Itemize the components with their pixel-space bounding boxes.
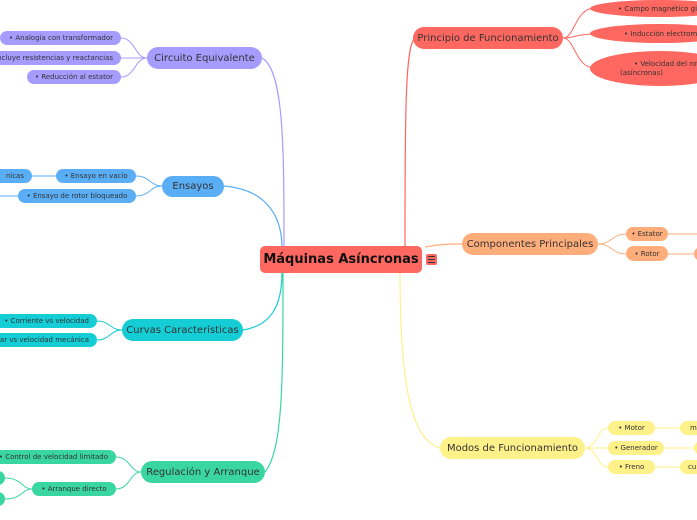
item-label: cu <box>688 463 697 471</box>
branch-componentes[interactable]: Componentes Principales <box>462 233 598 255</box>
componentes-item-rotor[interactable]: • Rotor <box>626 246 668 261</box>
regulacion-item-arranque[interactable]: • Arranque directo <box>32 482 116 496</box>
modos-generador-child[interactable] <box>694 441 697 455</box>
central-topic-label: Máquinas Asíncronas <box>263 252 419 267</box>
link-componentes <box>424 243 463 248</box>
item-label: nicas <box>5 172 24 180</box>
branch-modos[interactable]: Modos de Funcionamiento <box>440 437 585 459</box>
item-label: • Ensayo en vacío <box>64 172 128 180</box>
item-label: • Freno <box>618 463 645 471</box>
item-label: • Campo magnético giratorio <box>618 4 697 13</box>
componentes-item-estator[interactable]: • Estator <box>626 227 668 241</box>
modos-motor-child[interactable]: m <box>680 421 697 435</box>
circuito-item-analogia[interactable]: • Analogía con transformador <box>0 31 121 45</box>
item-label: • Analogía con transformador <box>8 34 113 42</box>
branch-circuito-label: Circuito Equivalente <box>154 52 255 64</box>
principio-item-campo[interactable]: • Campo magnético giratorio <box>590 0 697 17</box>
modos-item-motor[interactable]: • Motor <box>608 421 655 435</box>
item-label: • Inducción electromagnética <box>624 29 697 38</box>
curvas-item-par[interactable]: • Par vs velocidad mecánica <box>0 333 97 347</box>
modos-item-generador[interactable]: • Generador <box>608 441 664 455</box>
branch-regulacion-label: Regulación y Arranque <box>146 466 260 478</box>
modos-item-freno[interactable]: • Freno <box>608 460 655 474</box>
branch-curvas-label: Curvas Características <box>126 324 239 336</box>
item-label: • Incluye resistencias y reactancias <box>0 54 113 62</box>
item-label: • Motor <box>618 424 645 432</box>
item-label: • Velocidad del rotor <box>634 59 697 68</box>
menu-icon[interactable] <box>426 254 437 265</box>
branch-circuito[interactable]: Circuito Equivalente <box>147 47 262 69</box>
item-label: • Corriente vs velocidad <box>4 317 89 325</box>
circuito-item-reduccion[interactable]: • Reducción al estator <box>27 70 121 84</box>
branch-componentes-label: Componentes Principales <box>466 238 594 250</box>
link-curvas <box>242 271 283 331</box>
regulacion-item-control[interactable]: • Control de velocidad limitado <box>0 450 116 464</box>
modos-freno-child[interactable]: cu <box>680 460 697 474</box>
item-label: m <box>690 424 697 432</box>
branch-regulacion[interactable]: Regulación y Arranque <box>141 461 265 483</box>
item-label: • Generador <box>614 444 658 452</box>
arranque-child-2[interactable] <box>0 492 5 506</box>
curvas-item-corriente[interactable]: • Corriente vs velocidad <box>0 314 97 328</box>
ensayos-item-rotor-bloqueado[interactable]: • Ensayo de rotor bloqueado <box>18 189 136 203</box>
item-label: • Rotor <box>634 249 660 258</box>
principio-item-velocidad[interactable]: • Velocidad del rotor (asíncronas) <box>590 51 697 86</box>
branch-curvas[interactable]: Curvas Características <box>122 319 243 341</box>
branch-ensayos[interactable]: Ensayos <box>162 176 224 197</box>
link-modos <box>399 271 441 449</box>
componentes-rotor-child[interactable] <box>694 247 697 261</box>
ensayos-vacio-child[interactable]: nicas <box>0 169 32 183</box>
link-ensayos <box>223 185 283 249</box>
item-label: • Control de velocidad limitado <box>0 453 108 461</box>
branch-modos-label: Modos de Funcionamiento <box>446 442 579 454</box>
item-label: • Arranque directo <box>41 485 107 493</box>
item-label: • Ensayo de rotor bloqueado <box>26 192 128 200</box>
ensayos-item-vacio[interactable]: • Ensayo en vacío <box>56 169 136 183</box>
link-principio <box>404 37 416 249</box>
circuito-item-resistencias[interactable]: • Incluye resistencias y reactancias <box>0 51 121 65</box>
item-label: • Estator <box>631 230 663 238</box>
principio-item-induccion[interactable]: • Inducción electromagnética <box>590 24 697 43</box>
branch-principio-label: Principio de Funcionamiento <box>417 32 559 44</box>
item-label: • Par vs velocidad mecánica <box>0 336 89 344</box>
link-regulacion <box>264 271 284 473</box>
item-label-cont: (asíncronas) <box>620 68 664 77</box>
link-circuito <box>261 57 285 249</box>
branch-principio[interactable]: Principio de Funcionamiento <box>413 27 563 49</box>
arranque-child-1[interactable] <box>0 471 5 485</box>
item-label: • Reducción al estator <box>34 73 113 81</box>
branch-ensayos-label: Ensayos <box>172 181 214 192</box>
central-topic[interactable]: Máquinas Asíncronas <box>260 246 422 273</box>
